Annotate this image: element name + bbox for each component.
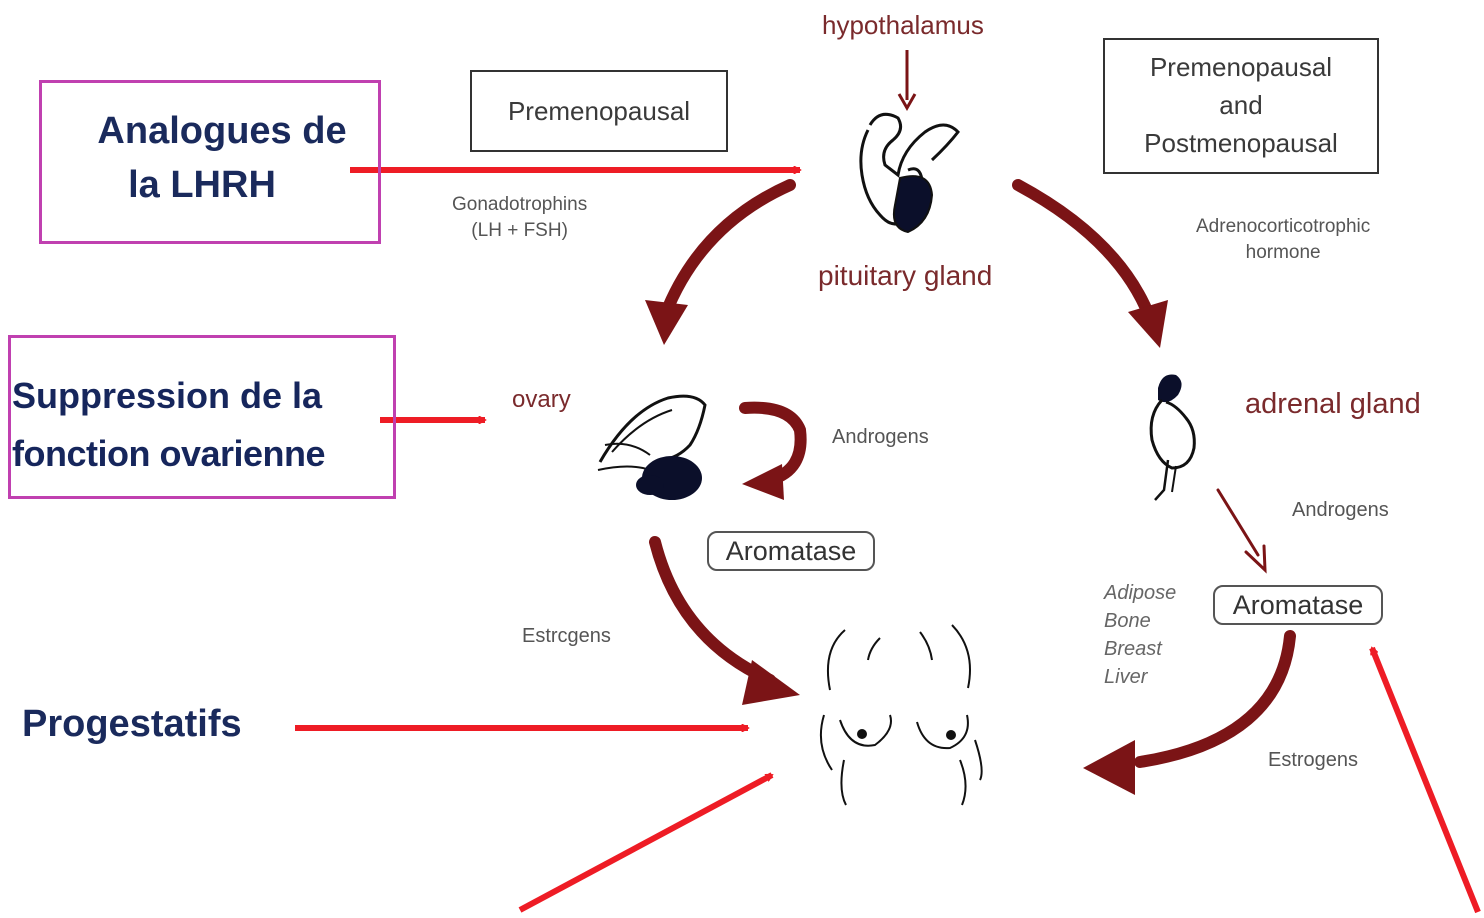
tissue-bone: Bone [1104, 607, 1176, 635]
adrenocorticotrophic-line-2: hormone [1196, 240, 1370, 266]
tissue-adipose: Adipose [1104, 579, 1176, 607]
ovary-illustration [598, 396, 705, 500]
arrow-pituitary-to-adrenal [1018, 185, 1150, 318]
adrenal-gland-label: adrenal gland [1245, 388, 1421, 421]
tissue-liver: Liver [1104, 663, 1176, 691]
adrenocorticotrophic-label: Adrenocorticotrophic hormone [1196, 214, 1370, 266]
pituitary-gland-illustration [861, 114, 958, 232]
adrenal-gland-illustration [1151, 375, 1194, 500]
androgens-ovary-label: Androgens [832, 424, 929, 450]
tissues-list: Adipose Bone Breast Liver [1104, 579, 1176, 691]
gonadotrophins-label: Gonadotrophins (LH + FSH) [452, 192, 587, 244]
gonadotrophins-line-2: (LH + FSH) [452, 218, 587, 244]
box-line-2: and [1105, 86, 1377, 124]
box-line-3: Postmenopausal [1105, 124, 1377, 162]
box-line-1: Premenopausal [1105, 48, 1377, 86]
suppression-line-2: fonction ovarienne [12, 429, 325, 479]
premenopausal-postmenopausal-box: Premenopausal and Postmenopausal [1103, 38, 1379, 174]
progestatifs-label: Progestatifs [22, 701, 242, 747]
torso-illustration [821, 625, 982, 805]
hypothalamus-label: hypothalamus [822, 10, 984, 41]
hypothalamus-arrow [899, 50, 915, 108]
ovary-label: ovary [512, 386, 571, 414]
estrogens-left-label: Estrcgens [522, 623, 611, 649]
tissue-breast: Breast [1104, 635, 1176, 663]
suppression-line-1: Suppression de la [12, 371, 322, 421]
pituitary-gland-label: pituitary gland [818, 260, 992, 292]
premenopausal-box: Premenopausal [470, 70, 728, 152]
estrogens-right-label: Estrogens [1268, 747, 1358, 773]
analogues-line-1: Analogues de [62, 108, 382, 154]
androgens-adrenal-label: Androgens [1292, 497, 1389, 523]
arrow-pituitary-to-ovary [665, 185, 790, 315]
arrow-adrenal-androgens [1218, 490, 1258, 555]
premenopausal-box-label: Premenopausal [472, 72, 726, 130]
aromatase-left-pill: Aromatase [707, 531, 875, 571]
arrow-bottom-right-to-aromatase [1372, 648, 1478, 912]
analogues-line-2: la LHRH [42, 162, 362, 208]
adrenocorticotrophic-line-1: Adrenocorticotrophic [1196, 214, 1370, 240]
arrow-bottom-to-breast [520, 775, 772, 910]
gonadotrophins-line-1: Gonadotrophins [452, 192, 587, 218]
aromatase-right-pill: Aromatase [1213, 585, 1383, 625]
